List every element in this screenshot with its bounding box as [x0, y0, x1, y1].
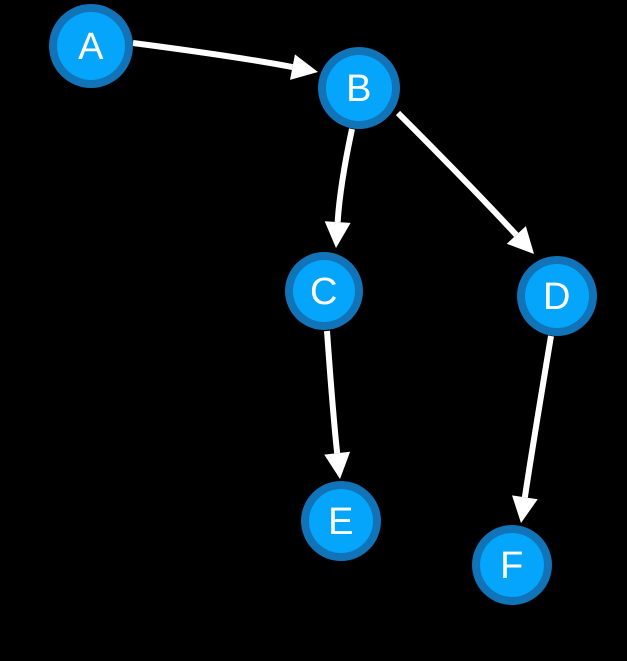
node-layer: A B C D E F [49, 4, 597, 605]
node-label: D [543, 276, 571, 318]
arrow-head-icon [512, 495, 538, 523]
edge-c-to-e [324, 330, 351, 479]
edge-b-to-d [395, 110, 534, 254]
edge-layer [132, 40, 554, 523]
node-core[interactable] [293, 260, 355, 322]
node-d[interactable]: D [517, 256, 597, 336]
arrow-head-icon [506, 226, 534, 254]
node-core[interactable] [480, 533, 544, 597]
edge-d-to-f [512, 335, 554, 523]
node-c[interactable]: C [285, 252, 363, 330]
node-a[interactable]: A [49, 4, 133, 88]
node-e[interactable]: E [301, 481, 381, 561]
edge-line [324, 330, 341, 454]
node-label: C [310, 271, 338, 313]
arrow-head-icon [324, 451, 351, 479]
node-core[interactable] [309, 489, 373, 553]
arrow-head-icon [290, 54, 318, 80]
node-label: B [346, 68, 372, 110]
node-core[interactable] [525, 264, 589, 328]
edge-b-to-c [324, 128, 355, 248]
edge-line [521, 335, 554, 498]
edge-a-to-b [132, 40, 318, 80]
edge-line [395, 110, 519, 237]
edge-line [132, 40, 294, 71]
node-core[interactable] [326, 55, 392, 121]
node-label: E [328, 501, 354, 543]
node-label: F [500, 545, 524, 587]
node-f[interactable]: F [472, 525, 552, 605]
node-b[interactable]: B [318, 47, 400, 129]
node-label: A [78, 26, 104, 68]
edge-line [334, 128, 355, 223]
arrow-head-icon [324, 221, 351, 248]
node-core[interactable] [57, 12, 125, 80]
